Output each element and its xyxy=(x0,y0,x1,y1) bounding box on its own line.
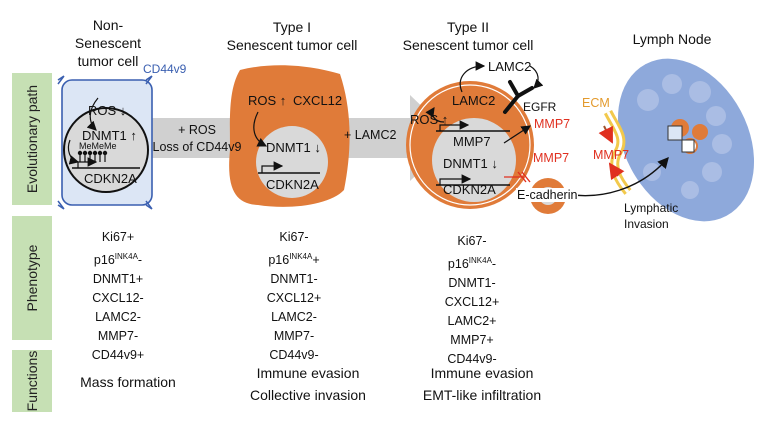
lymph-mmp7-label: MMP7 xyxy=(593,148,630,162)
phenotype-marker: CD44v9- xyxy=(269,348,319,363)
side-tab-phenotype: Phenotype xyxy=(12,216,52,340)
cell2-ros-to-dnmt1-arrow xyxy=(253,111,268,147)
lamc2-inner-label: LAMC2 xyxy=(452,93,496,108)
cell2-cdkn2a-label: CDKN2A xyxy=(266,177,319,192)
phenotype-marker: CXCL12- xyxy=(92,291,144,306)
phenotype-list-type1: Ki67- p16INK4A+ DNMT1- CXCL12+ LAMC2- MMP7- CD… xyxy=(239,228,349,365)
cell3-nucleus xyxy=(432,118,516,202)
egfr-label: EGFR xyxy=(523,100,557,114)
cell2-nucleus xyxy=(256,126,328,198)
cd44v9-label: CD44v9 xyxy=(143,62,187,76)
mmp7-red-label: MMP7 xyxy=(534,117,571,131)
cell1-dnmt1-label: DNMT1 ↑ xyxy=(82,128,137,143)
phenotype-marker: LAMC2- xyxy=(95,310,141,325)
phenotype-marker: DNMT1- xyxy=(270,272,318,287)
phenotype-marker: DNMT1- xyxy=(448,276,496,291)
transition2-label: + LAMC2 xyxy=(344,128,397,142)
lamc2-outer-label: LAMC2 xyxy=(488,59,532,74)
side-tab-evolutionary-path: Evolutionary path xyxy=(12,73,52,205)
phenotype-marker: MMP7- xyxy=(97,329,139,344)
cell3-cdkn2a-label: CDKN2A xyxy=(443,182,496,197)
phenotype-list-type2: Ki67- p16INK4A- DNMT1- CXCL12+ LAMC2+ MMP7+ CD… xyxy=(417,232,527,369)
phenotype-marker: Ki67- xyxy=(279,230,309,244)
cell2-dnmt1-label: DNMT1 ↓ xyxy=(266,140,321,155)
tumor-cluster-in-node xyxy=(667,119,708,154)
phenotype-marker: CXCL12+ xyxy=(266,291,322,306)
cell1-nucleus xyxy=(63,107,149,193)
cell1-cdkn2a-label: CDKN2A xyxy=(84,171,137,186)
side-tab-label: Functions xyxy=(24,350,40,412)
phenotype-marker: Ki67+ xyxy=(101,230,135,244)
phenotype-marker: Ki67- xyxy=(457,234,487,248)
cell3-dnmt1-label: DNMT1 ↓ xyxy=(443,156,498,171)
side-tab-label: Phenotype xyxy=(24,244,40,312)
phenotype-marker: MMP7- xyxy=(273,329,315,344)
side-tab-label: Evolutionary path xyxy=(24,84,40,194)
cell2-cxcl12-label: CXCL12 xyxy=(293,93,343,108)
phenotype-marker: DNMT1+ xyxy=(92,272,144,287)
ecm-vessel xyxy=(603,109,632,195)
cell1-ros-label: ROS ↓ xyxy=(88,103,127,118)
lamc2-secretion-arrow xyxy=(459,61,486,93)
phenotype-marker: LAMC2- xyxy=(271,310,317,325)
egfr-receptor xyxy=(503,80,534,114)
side-tab-functions: Functions xyxy=(12,350,52,412)
cell2-ros-label: ROS ↑ xyxy=(248,93,287,108)
phenotype-marker: CXCL12+ xyxy=(444,295,500,310)
mmp7-small-label: MMP7 xyxy=(533,151,570,165)
header-lymph-node: Lymph Node xyxy=(632,31,712,47)
phenotype-marker: CD44v9+ xyxy=(91,348,145,363)
phenotype-list-non-senescent: Ki67+ p16INK4A- DNMT1+ CXCL12- LAMC2- MMP7- CD… xyxy=(63,228,173,365)
phenotype-marker: p16INK4A- xyxy=(447,256,497,272)
methylation-label: MeMeMe xyxy=(79,141,117,151)
phenotype-marker: CD44v9- xyxy=(447,352,497,367)
ecadherin-label: E-cadherin xyxy=(516,188,579,202)
cell3-ros-label: ROS ↑ xyxy=(410,112,449,127)
phenotype-marker: p16INK4A+ xyxy=(268,252,320,268)
cell3-mmp7-gene-label: MMP7 xyxy=(453,134,491,149)
cell1-ros-to-dnmt1-arrow xyxy=(86,97,99,131)
phenotype-marker: p16INK4A- xyxy=(93,252,143,268)
functions-non-senescent: Mass formation xyxy=(80,374,176,390)
phenotype-marker: LAMC2+ xyxy=(447,314,497,329)
ecm-label: ECM xyxy=(582,96,610,110)
phenotype-marker: MMP7+ xyxy=(450,333,494,348)
